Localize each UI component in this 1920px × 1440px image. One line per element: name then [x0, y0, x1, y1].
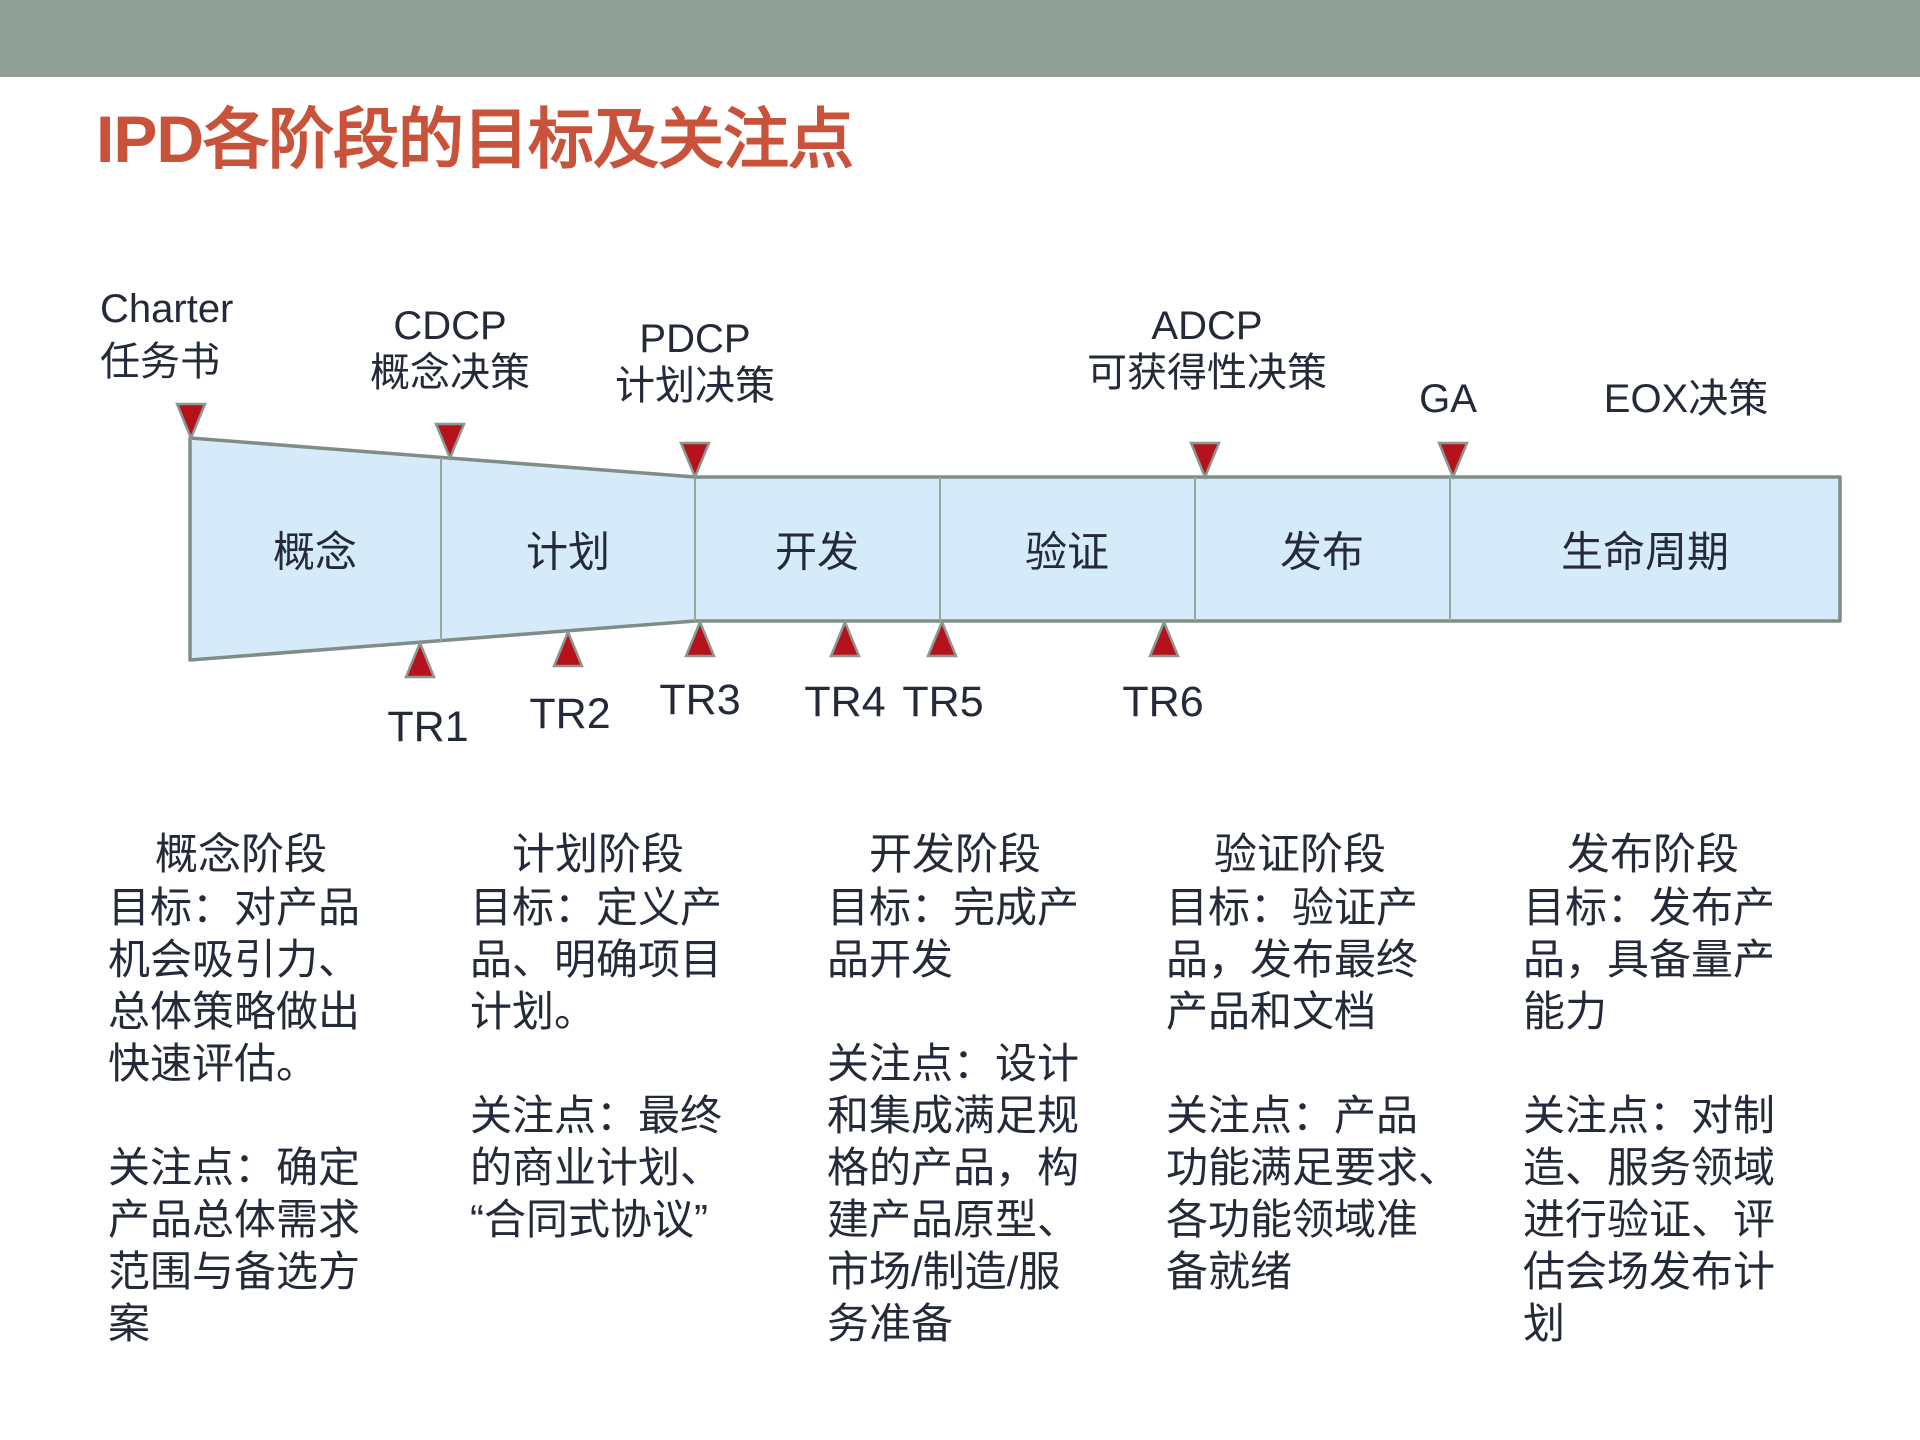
cdcp-marker-icon	[434, 422, 466, 462]
column-body-concept: 目标：对产品 机会吸引力、 总体策略做出 快速评估。 关注点：确定 产品总体需求…	[108, 884, 361, 1347]
cdcp-label: CDCP 概念决策	[370, 304, 530, 395]
pdcp-label: PDCP 计划决策	[615, 317, 775, 408]
tr1-marker-icon	[404, 639, 436, 679]
tr5-marker-icon	[926, 618, 958, 658]
page-title: IPD各阶段的目标及关注点	[96, 102, 854, 176]
tr4-marker-icon	[829, 618, 861, 658]
tr2-label: TR2	[529, 690, 611, 738]
phase-label-lifecycle: 生命周期	[1560, 528, 1730, 576]
column-header-develop: 开发阶段	[869, 831, 1041, 879]
tr3-label: TR3	[659, 676, 741, 724]
charter-marker-icon	[175, 402, 207, 442]
phase-label-plan: 计划	[525, 528, 611, 576]
tr6-label: TR6	[1122, 678, 1204, 726]
column-body-verify: 目标：验证产 品，发布最终 产品和文档 关注点：产品 功能满足要求、 各功能领域…	[1166, 884, 1461, 1295]
tr3-marker-icon	[684, 618, 716, 658]
column-header-verify: 验证阶段	[1214, 831, 1386, 879]
adcp-label: ADCP 可获得性决策	[1087, 304, 1327, 395]
ga-marker-icon	[1437, 441, 1469, 481]
column-header-release: 发布阶段	[1567, 831, 1739, 879]
column-body-plan: 目标：定义产 品、明确项目 计划。 关注点：最终 的商业计划、 “合同式协议”	[470, 884, 723, 1243]
phase-label-concept: 概念	[272, 528, 358, 576]
ga-label: GA	[1419, 377, 1477, 421]
pdcp-marker-icon	[679, 441, 711, 481]
phase-label-release: 发布	[1279, 528, 1365, 576]
column-body-release: 目标：发布产 品，具备量产 能力 关注点：对制 造、服务领域 进行验证、评 估会…	[1523, 884, 1776, 1347]
phase-label-develop: 开发	[774, 528, 860, 576]
column-header-concept: 概念阶段	[155, 831, 327, 879]
tr6-marker-icon	[1148, 618, 1180, 658]
phase-label-verify: 验证	[1024, 528, 1110, 576]
adcp-marker-icon	[1189, 441, 1221, 481]
tr4-label: TR4	[804, 678, 886, 726]
column-body-develop: 目标：完成产 品开发 关注点：设计 和集成满足规 格的产品，构 建产品原型、 市…	[827, 884, 1080, 1347]
eox-label: EOX决策	[1603, 377, 1769, 421]
top-bar	[0, 0, 1920, 77]
tr1-label: TR1	[387, 703, 469, 751]
charter-label: Charter 任务书	[100, 287, 234, 384]
column-header-plan: 计划阶段	[512, 831, 684, 879]
tr2-marker-icon	[552, 628, 584, 668]
tr5-label: TR5	[902, 678, 984, 726]
